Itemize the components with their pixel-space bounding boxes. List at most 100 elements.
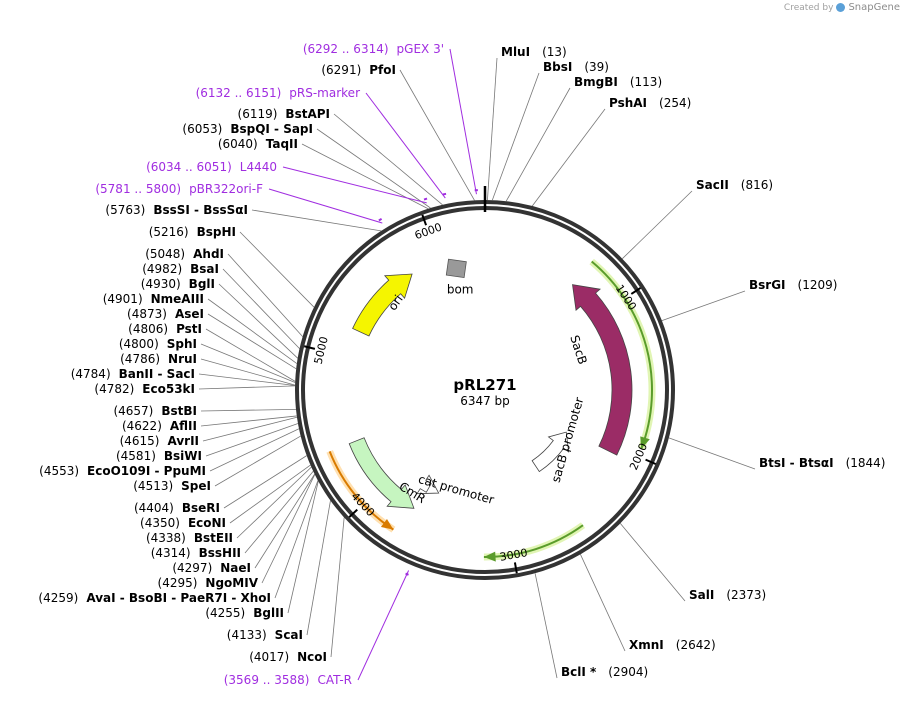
primer-range: (6292 .. 6314) [303,42,389,56]
site-name: BtsI - BtsαI [759,456,834,470]
site-position: (4873) [127,307,167,321]
scale-tick-label: 3000 [499,546,529,564]
leader-line [254,473,315,569]
enzyme-label: (4873)AseI [127,307,204,321]
leader-line [202,416,298,442]
primer-label: (6132 .. 6151)pRS-marker [196,86,360,100]
site-name: BsiWI [164,449,202,463]
enzyme-label: (6053)BspQI - SapI [182,122,313,136]
leader-line [287,481,319,614]
outer-arc-arrowhead [483,551,496,562]
site-position: (13) [542,45,567,59]
site-name: NaeI [220,561,251,575]
leader-line [198,373,296,386]
leader-line [205,328,296,382]
site-name: BsrGI [749,278,786,292]
enzyme-label: (4782)Eco53kI [94,382,195,396]
primer-leader-line [449,48,477,195]
enzyme-label: MluI (13) [501,45,567,59]
site-position: (4622) [122,419,162,433]
site-name: AhdI [193,247,224,261]
site-name: BspHI [197,225,236,239]
enzyme-label: (5763)BssSI - BssSαI [105,203,248,217]
enzyme-label: (4784)BanII - SacI [71,367,195,381]
enzyme-label: BclI *(2904) [561,665,648,679]
enzyme-label: PshAI(254) [609,96,691,110]
enzyme-label: (4581)BsiWI [116,449,202,463]
enzyme-label: (4800)SphI [119,337,197,351]
site-name: BsaI [190,262,219,276]
leader-line [200,343,296,383]
snapgene-credit: Created by SnapGene [784,2,900,13]
site-position: (113) [630,75,662,89]
site-name: BclI * [561,665,597,679]
enzyme-label: (4133)ScaI [227,628,303,642]
site-name: BbsI [543,60,572,74]
primer-name: pGEX 3' [397,42,444,56]
site-position: (2642) [676,638,716,652]
feature-label: bom [447,282,474,296]
site-name: SalI [689,588,714,602]
enzyme-label: (4657)BstBI [113,404,197,418]
site-name: BstEII [194,531,233,545]
enzyme-label: (4017)NcoI [249,650,327,664]
leader-line [580,554,626,652]
enzyme-label: (5216)BspHI [149,225,236,239]
leader-line [229,464,311,524]
site-name: PstI [176,322,202,336]
site-position: (4513) [133,479,173,493]
plasmid-size: 6347 bp [460,394,510,408]
leader-line [200,415,297,427]
leader-line [223,455,307,509]
primer-binding-mark [442,192,447,196]
site-name: BglII [253,606,284,620]
plasmid-name: pRL271 [453,376,516,394]
enzyme-label: BmgBI(113) [574,75,662,89]
ori-feature [352,273,413,337]
scale-tick-label: 2000 [627,441,650,472]
enzyme-label: (4901)NmeAIII [103,292,204,306]
primer-leader-line [282,166,427,204]
leader-line [330,517,345,658]
enzyme-label: (4350)EcoNI [140,516,226,530]
leader-line [200,358,296,386]
primer-leader-line [357,570,410,681]
site-position: (4806) [128,322,168,336]
leader-line [239,231,315,308]
site-position: (4259) [38,591,78,605]
enzyme-label: (4513)SpeI [133,479,211,493]
site-position: (1844) [846,456,886,470]
outer-feature-arcs [326,258,656,562]
enzyme-label: (4553)EcoO109I - PpuMI [39,464,206,478]
site-name: BspQI - SapI [230,122,313,136]
leader-line [207,313,297,370]
leader-line [251,209,382,232]
leader-line [218,283,298,359]
site-name: BanII - SacI [119,367,195,381]
leader-line [399,69,475,201]
scale-tick [348,508,358,518]
site-position: (6119) [238,107,278,121]
leader-line [534,573,558,679]
feature-label: SacB [567,334,590,367]
bom-feature [445,258,467,279]
site-position: (5763) [105,203,145,217]
leader-line [333,113,443,206]
enzyme-label: (4615)AvrII [120,434,199,448]
site-position: (4786) [120,352,160,366]
leader-line [261,474,316,584]
site-name: PfoI [369,63,396,77]
primer-leader-line [365,92,446,199]
outer-arc-arrowhead [380,518,394,530]
site-name: XmnI [629,638,664,652]
site-name: MluI [501,45,530,59]
site-position: (4901) [103,292,143,306]
leader-line [200,408,296,412]
primer-range: (6132 .. 6151) [196,86,282,100]
primer-name: L4440 [240,160,277,174]
site-position: (1209) [798,278,838,292]
enzyme-label: SalI(2373) [689,588,766,602]
leader-line [214,435,301,487]
site-name: Eco53kI [142,382,195,396]
scale-tick-label: 5000 [312,335,331,365]
